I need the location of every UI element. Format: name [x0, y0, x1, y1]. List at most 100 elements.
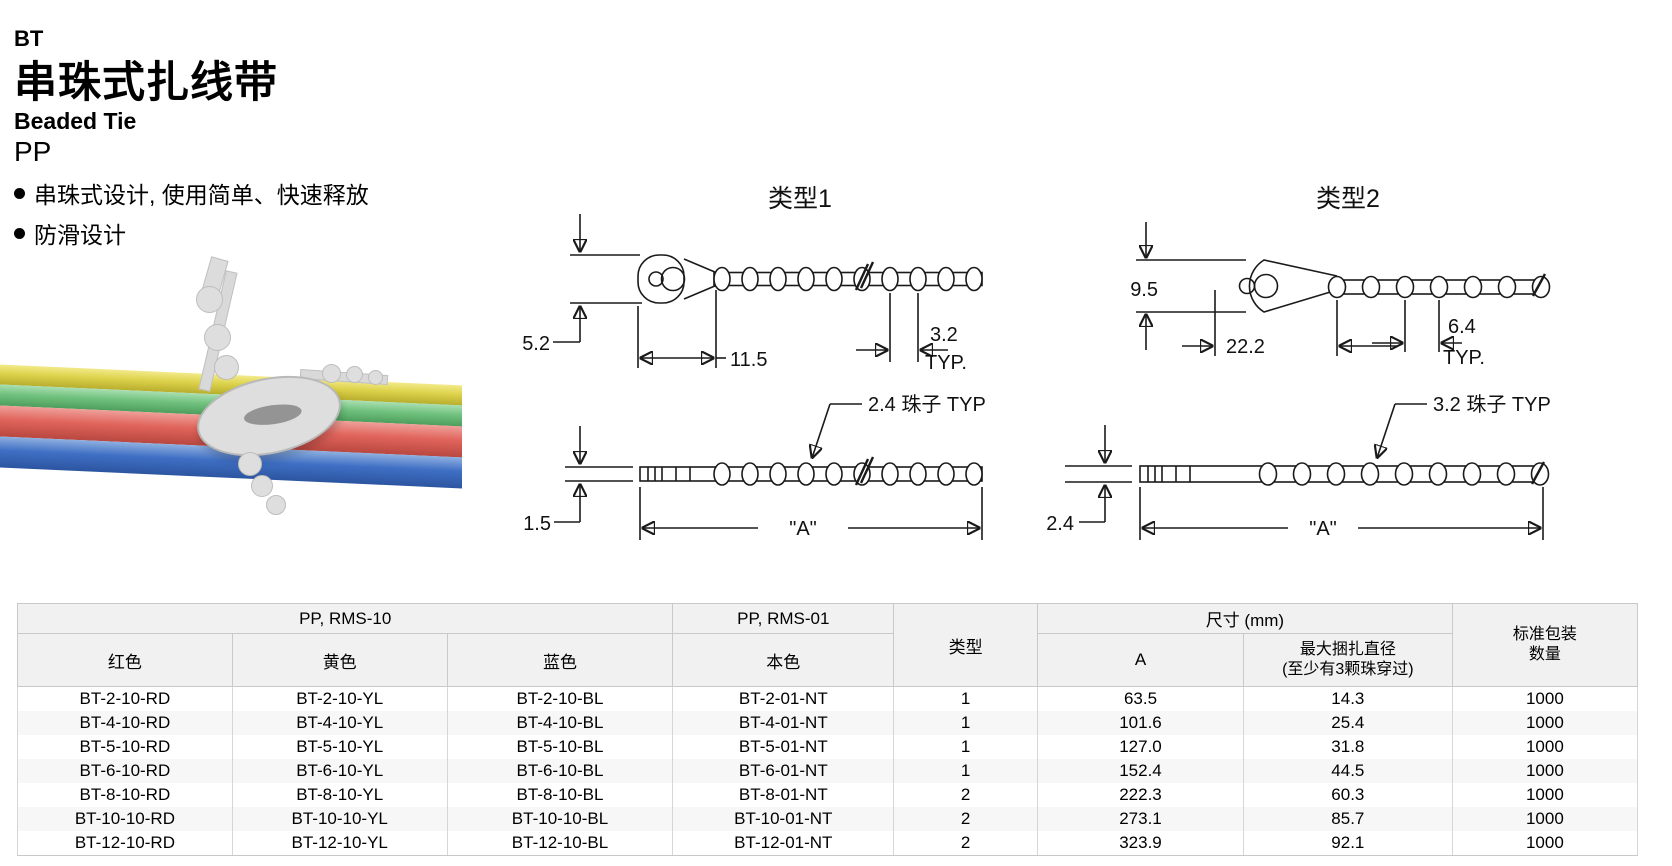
type2-bead-pitch-dim: 6.4 — [1448, 316, 1476, 338]
qty-value: 1000 — [1451, 686, 1639, 711]
table-row: BT-4-10-RD BT-4-10-YL BT-4-10-BL BT-4-01… — [17, 711, 1639, 735]
qty-value: 1000 — [1451, 735, 1639, 759]
part-red: BT-4-10-RD — [17, 711, 233, 735]
type2-head-height-dim: 9.5 — [1130, 279, 1158, 301]
part-yellow: BT-12-10-YL — [231, 831, 448, 856]
type2-title: 类型2 — [1316, 185, 1380, 213]
type-value: 2 — [893, 807, 1039, 831]
type1-length-dim: "A" — [789, 518, 817, 540]
a-value: 222.3 — [1037, 783, 1244, 807]
a-value: 323.9 — [1037, 831, 1244, 856]
part-natural: BT-4-01-NT — [672, 711, 895, 735]
part-blue: BT-2-10-BL — [446, 686, 674, 711]
type-value: 2 — [893, 783, 1039, 807]
bullet-icon — [14, 227, 25, 239]
a-value: 101.6 — [1037, 711, 1244, 735]
type2-bead-size-note: 3.2 珠子 TYP — [1433, 393, 1551, 416]
column-header-blue: 蓝色 — [446, 633, 674, 687]
part-yellow: BT-10-10-YL — [231, 807, 448, 831]
qty-value: 1000 — [1451, 831, 1639, 856]
feature-text: 串珠式设计, 使用简单、快速释放 — [34, 182, 369, 208]
break-mark — [1531, 273, 1547, 297]
a-value: 152.4 — [1037, 759, 1244, 783]
part-natural: BT-12-01-NT — [672, 831, 895, 856]
product-photo — [0, 252, 462, 520]
part-red: BT-6-10-RD — [17, 759, 233, 783]
part-red: BT-12-10-RD — [17, 831, 233, 856]
product-code: BT — [14, 26, 44, 51]
dimension-drawings: 类型1 类型2 5.2 11.5 — [522, 185, 1551, 540]
part-blue: BT-5-10-BL — [446, 735, 674, 759]
qty-value: 1000 — [1451, 807, 1639, 831]
type1-head-height-dim: 5.2 — [522, 333, 550, 355]
tie-bead — [368, 370, 383, 385]
maxdia-value: 14.3 — [1242, 686, 1453, 711]
spec-table: PP, RMS-10 PP, RMS-01 类型 尺寸 (mm) 标准包装 数量… — [16, 603, 1639, 856]
part-yellow: BT-2-10-YL — [231, 686, 448, 711]
packing-line2: 数量 — [1528, 646, 1561, 663]
qty-value: 1000 — [1451, 783, 1639, 807]
part-blue: BT-6-10-BL — [446, 759, 674, 783]
type1-head-length-dim: 11.5 — [730, 349, 767, 371]
group-header-rms10: PP, RMS-10 — [16, 603, 674, 634]
type-value: 2 — [893, 831, 1039, 856]
table-row: BT-8-10-RD BT-8-10-YL BT-8-10-BL BT-8-01… — [17, 783, 1639, 807]
type1-title: 类型1 — [768, 185, 832, 213]
column-header-natural: 本色 — [672, 633, 895, 687]
column-header-a: A — [1037, 633, 1244, 687]
part-yellow: BT-5-10-YL — [231, 735, 448, 759]
part-blue: BT-4-10-BL — [446, 711, 674, 735]
type1-side-view: 2.4 珠子 TYP 1.5 "A" — [523, 393, 986, 540]
tie-bead — [196, 286, 223, 313]
part-red: BT-10-10-RD — [17, 807, 233, 831]
part-blue: BT-12-10-BL — [446, 831, 674, 856]
part-red: BT-2-10-RD — [17, 686, 233, 711]
part-blue: BT-8-10-BL — [446, 783, 674, 807]
tie-bead — [266, 495, 286, 515]
column-header-yellow: 黄色 — [231, 633, 448, 687]
qty-value: 1000 — [1451, 759, 1639, 783]
feature-item: 防滑设计 — [14, 216, 126, 250]
type2-typ-label: TYP. — [1443, 347, 1485, 369]
part-yellow: BT-6-10-YL — [231, 759, 448, 783]
tie-bead — [238, 452, 262, 476]
maxdia-value: 60.3 — [1242, 783, 1453, 807]
table-row: BT-10-10-RD BT-10-10-YL BT-10-10-BL BT-1… — [17, 807, 1639, 831]
table-row: BT-5-10-RD BT-5-10-YL BT-5-10-BL BT-5-01… — [17, 735, 1639, 759]
tie-bead — [322, 364, 341, 383]
maxdia-value: 25.4 — [1242, 711, 1453, 735]
feature-item: 串珠式设计, 使用简单、快速释放 — [14, 176, 369, 210]
bullet-icon — [14, 187, 25, 199]
type1-top-view: 5.2 11.5 3.2 TYP. — [522, 214, 983, 374]
type-value: 1 — [893, 759, 1039, 783]
type-value: 1 — [893, 711, 1039, 735]
a-value: 127.0 — [1037, 735, 1244, 759]
page-title: 串珠式扎线带 — [14, 59, 278, 107]
type2-side-view: 3.2 珠子 TYP 2.4 "A" — [1046, 393, 1551, 540]
type1-bead-pitch-dim: 3.2 — [930, 324, 958, 346]
table-row: BT-2-10-RD BT-2-10-YL BT-2-10-BL BT-2-01… — [17, 686, 1639, 711]
type2-head-length-dim: 22.2 — [1226, 336, 1265, 358]
part-natural: BT-2-01-NT — [672, 686, 895, 711]
column-header-maxdia: 最大捆扎直径 (至少有3颗珠穿过) — [1242, 633, 1453, 687]
part-blue: BT-10-10-BL — [446, 807, 674, 831]
part-natural: BT-5-01-NT — [672, 735, 895, 759]
maxdia-value: 44.5 — [1242, 759, 1453, 783]
type1-typ-label: TYP. — [925, 352, 967, 374]
maxdia-value: 92.1 — [1242, 831, 1453, 856]
a-value: 63.5 — [1037, 686, 1244, 711]
material-label: PP — [14, 136, 52, 167]
type2-length-dim: "A" — [1309, 518, 1337, 540]
tie-bead — [204, 324, 231, 351]
part-yellow: BT-8-10-YL — [231, 783, 448, 807]
type1-bead-size-note: 2.4 珠子 TYP — [868, 393, 986, 416]
table-row: BT-6-10-RD BT-6-10-YL BT-6-10-BL BT-6-01… — [17, 759, 1639, 783]
maxdia-value: 85.7 — [1242, 807, 1453, 831]
break-mark — [1530, 461, 1546, 485]
table-row: BT-12-10-RD BT-12-10-YL BT-12-10-BL BT-1… — [17, 831, 1639, 856]
column-header-packing: 标准包装 数量 — [1451, 603, 1639, 687]
column-header-red: 红色 — [17, 633, 233, 687]
type2-thickness-dim: 2.4 — [1046, 513, 1074, 535]
tie-bead — [214, 355, 239, 380]
